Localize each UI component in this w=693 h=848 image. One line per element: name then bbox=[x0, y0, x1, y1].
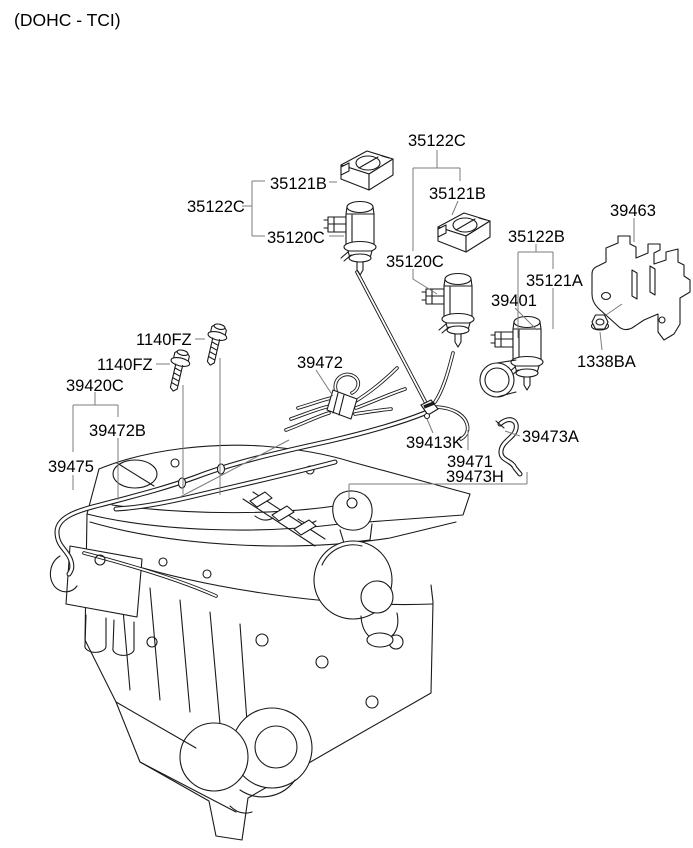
part-label-35122c-left: 35122C bbox=[187, 198, 245, 216]
hose-from-right-valve-drawing bbox=[433, 351, 455, 404]
nut-1338ba-drawing bbox=[590, 314, 610, 331]
leader-lines bbox=[72, 150, 635, 500]
holder-35121b-left-drawing bbox=[340, 150, 394, 191]
part-label-35121b-right: 35121B bbox=[429, 185, 486, 203]
variant-title: (DOHC - TCI) bbox=[14, 10, 121, 30]
part-label-39413k: 39413K bbox=[406, 434, 463, 452]
solenoid-valve-35120c-left-drawing bbox=[323, 200, 377, 276]
bracket-39463-drawing bbox=[591, 235, 691, 341]
part-label-35122c-right: 35122C bbox=[408, 132, 466, 150]
part-label-1140fz-lower: 1140FZ bbox=[97, 356, 153, 374]
solenoid-valve-35120c-right-drawing bbox=[421, 272, 475, 348]
holder-35121b-right-drawing bbox=[437, 212, 491, 253]
solenoid-valve-39401-drawing bbox=[479, 315, 544, 398]
part-label-35121a: 35121A bbox=[526, 272, 583, 290]
part-label-35120c-left: 35120C bbox=[267, 229, 325, 247]
engine-illustration bbox=[49, 444, 471, 841]
part-label-39471: 39471 bbox=[447, 453, 493, 471]
part-label-39472: 39472 bbox=[297, 354, 343, 372]
hose-from-left-valve-drawing bbox=[355, 270, 429, 407]
part-label-1140fz-upper: 1140FZ bbox=[136, 331, 192, 349]
part-label-39473a: 39473A bbox=[522, 428, 579, 446]
part-label-39420c: 39420C bbox=[66, 377, 124, 395]
hose-39473a-drawing bbox=[495, 417, 523, 477]
part-label-35122b: 35122B bbox=[508, 228, 565, 246]
part-labels: (DOHC - TCI) 35122C 35121B 35120C 35122C… bbox=[14, 10, 656, 486]
vacuum-pipe-39475-drawing bbox=[54, 410, 428, 577]
bolt-1140fz-upper-drawing bbox=[200, 321, 230, 368]
hose-bundle-39472-drawing bbox=[284, 366, 407, 432]
part-label-39473h: 39473H bbox=[446, 468, 504, 486]
part-label-39472b: 39472B bbox=[89, 422, 146, 440]
hose-39471-drawing bbox=[435, 405, 470, 441]
part-label-35120c-right: 35120C bbox=[386, 253, 444, 271]
part-label-35121b-left: 35121B bbox=[270, 175, 327, 193]
bolt-1140fz-lower-drawing bbox=[163, 347, 193, 394]
vacuum-pipe-39472b-drawing bbox=[113, 459, 338, 512]
check-valve-39413k-drawing bbox=[420, 399, 439, 420]
part-label-39463: 39463 bbox=[610, 202, 656, 220]
part-label-1338ba: 1338BA bbox=[577, 353, 636, 371]
part-label-39475: 39475 bbox=[48, 458, 94, 476]
part-label-39401: 39401 bbox=[491, 292, 537, 310]
